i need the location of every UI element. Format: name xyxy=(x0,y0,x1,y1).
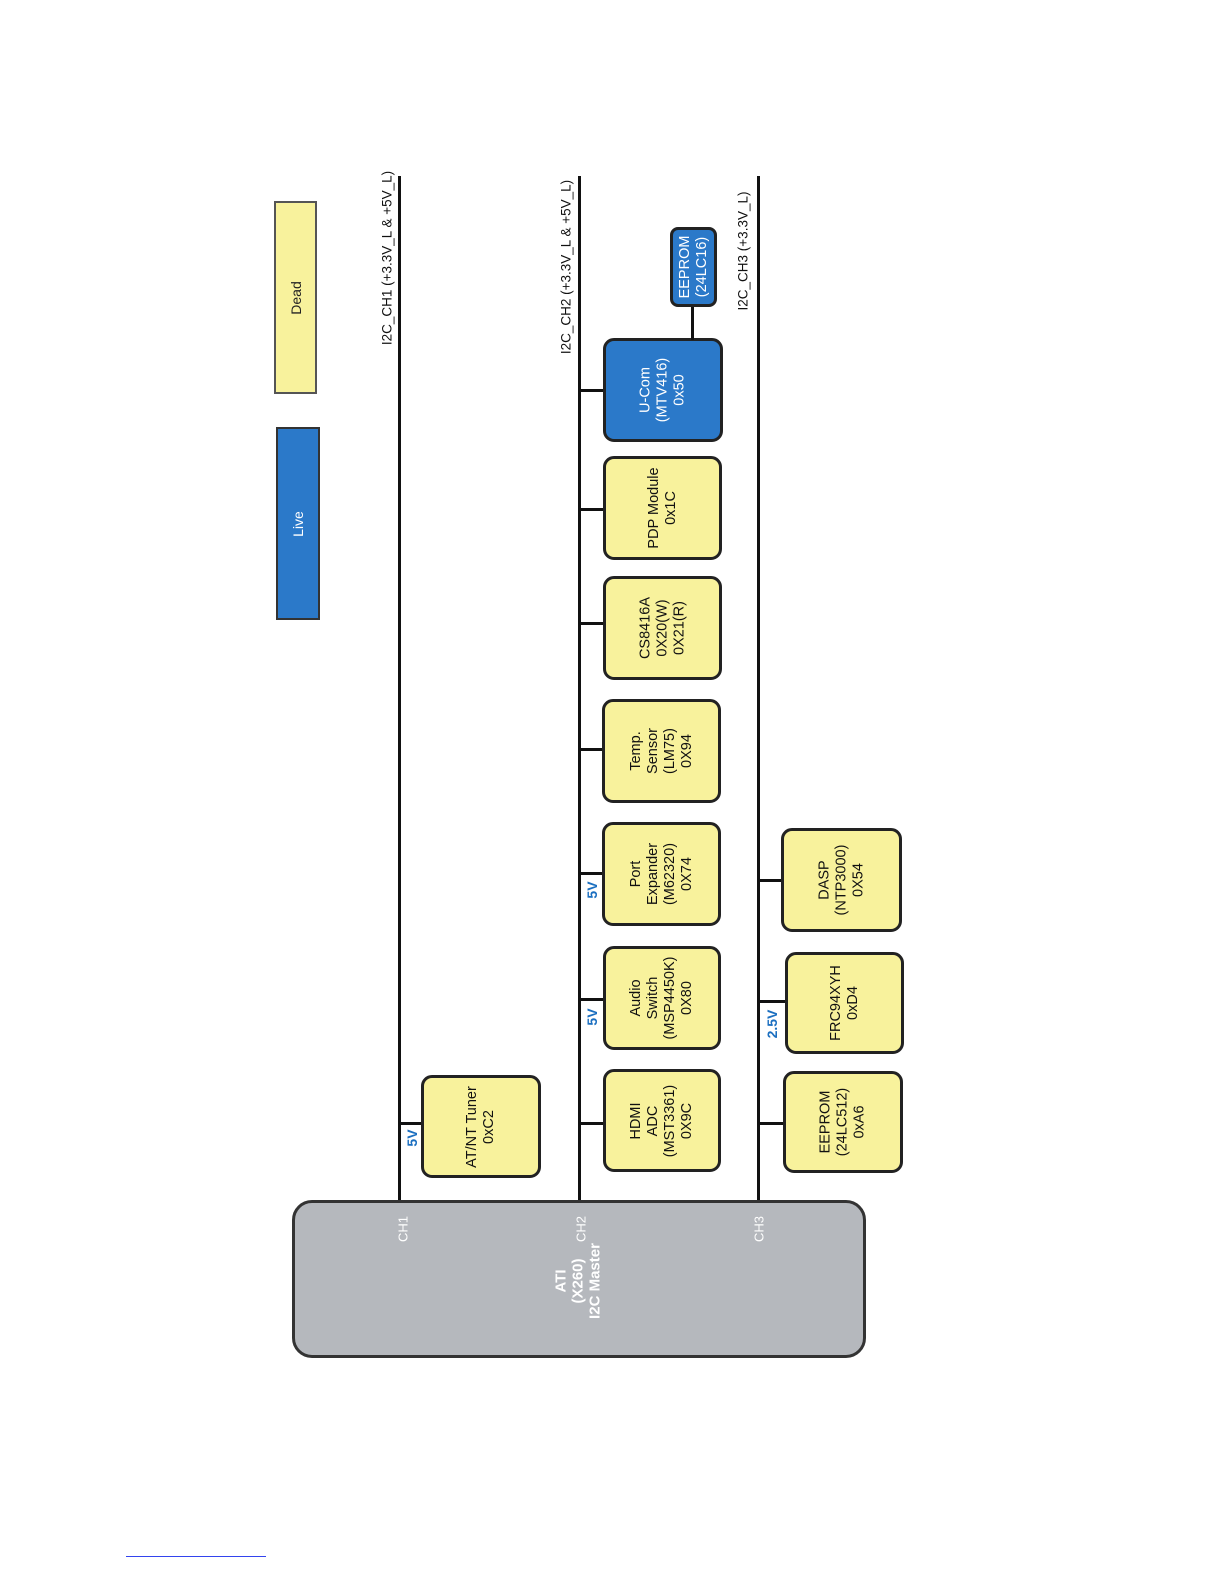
footer-rule xyxy=(126,1556,266,1557)
i2c-master-block: CH1 CH2 CH3 ATI (X260) I2C Master xyxy=(292,1200,866,1358)
connector-tuner xyxy=(400,1122,422,1125)
legend-dead-swatch: Dead xyxy=(274,201,317,394)
connector-port-expander xyxy=(580,872,604,875)
device-dasp-label: DASP (NTP3000) 0X54 xyxy=(816,844,866,916)
device-frc94xyh-label: FRC94XYH 0xD4 xyxy=(827,965,861,1041)
device-eeprom-24lc16: EEPROM (24LC16) xyxy=(670,227,717,307)
master-ch3-label: CH3 xyxy=(751,1215,767,1243)
device-audio-switch-label: Audio Switch (MSP4450K) 0X80 xyxy=(628,956,695,1040)
device-audio-switch: Audio Switch (MSP4450K) 0X80 xyxy=(603,946,721,1050)
device-at-nt-tuner: AT/NT Tuner 0xC2 xyxy=(421,1075,541,1178)
master-ch2-label: CH2 xyxy=(573,1215,589,1243)
device-frc94xyh: FRC94XYH 0xD4 xyxy=(785,952,904,1054)
device-hdmi-adc-label: HDMI ADC (MST3361) 0X9C xyxy=(628,1084,695,1157)
connector-dasp xyxy=(759,879,782,882)
device-ucom: U-Com (MTV416) 0x50 xyxy=(603,338,723,442)
device-hdmi-adc: HDMI ADC (MST3361) 0X9C xyxy=(603,1069,721,1172)
device-cs8416a-label: CS8416A 0X20(W) 0X21(R) xyxy=(637,596,687,660)
legend-live-label: Live xyxy=(290,510,306,537)
bus-ch2-line xyxy=(578,176,581,1200)
device-eeprom-24lc16-label: EEPROM (24LC16) xyxy=(676,235,710,299)
device-temp-sensor: Temp. Sensor (LM75) 0X94 xyxy=(602,699,721,803)
connector-audio-switch xyxy=(580,998,604,1001)
bus-ch1-label: I2C_CH1 (+3.3V_L & +5V_L) xyxy=(379,170,395,346)
legend-live-swatch: Live xyxy=(276,427,320,620)
connector-temp-sensor xyxy=(580,748,604,751)
device-dasp: DASP (NTP3000) 0X54 xyxy=(781,828,902,932)
device-temp-sensor-label: Temp. Sensor (LM75) 0X94 xyxy=(627,728,695,774)
connector-hdmi-adc xyxy=(580,1122,604,1125)
device-cs8416a: CS8416A 0X20(W) 0X21(R) xyxy=(603,576,722,680)
device-eeprom-24lc512-label: EEPROM (24LC512) 0xA6 xyxy=(817,1087,868,1157)
bus-ch2-label: I2C_CH2 (+3.3V_L & +5V_L) xyxy=(558,179,574,355)
bus-ch1-line xyxy=(398,176,401,1200)
device-eeprom-24lc512: EEPROM (24LC512) 0xA6 xyxy=(783,1071,903,1173)
connector-pdp-module xyxy=(580,508,604,511)
device-ucom-label: U-Com (MTV416) 0x50 xyxy=(637,357,688,423)
bus-ch3-label: I2C_CH3 (+3.3V_L) xyxy=(735,191,751,311)
device-pdp-module: PDP Module 0x1C xyxy=(603,456,722,560)
voltage-audio-switch: 5V xyxy=(584,1008,600,1026)
master-title: ATI (X260) I2C Master xyxy=(552,1243,604,1319)
legend-dead-label: Dead xyxy=(287,280,304,315)
connector-ucom-eeprom xyxy=(691,304,694,340)
device-port-expander-label: Port Expander (M62320) 0X74 xyxy=(627,842,695,906)
bus-ch3-line xyxy=(757,176,760,1200)
connector-ucom xyxy=(580,389,604,392)
device-port-expander: Port Expander (M62320) 0X74 xyxy=(602,822,721,926)
master-ch1-label: CH1 xyxy=(395,1215,411,1243)
voltage-frc: 2.5V xyxy=(764,1009,780,1039)
connector-eeprom-24lc512 xyxy=(759,1122,784,1125)
device-at-nt-tuner-label: AT/NT Tuner 0xC2 xyxy=(464,1085,497,1168)
device-pdp-module-label: PDP Module 0x1C xyxy=(645,467,679,549)
connector-cs8416a xyxy=(580,622,604,625)
voltage-port-expander: 5V xyxy=(584,881,600,899)
voltage-tuner: 5V xyxy=(404,1129,420,1147)
connector-frc xyxy=(759,1000,786,1003)
